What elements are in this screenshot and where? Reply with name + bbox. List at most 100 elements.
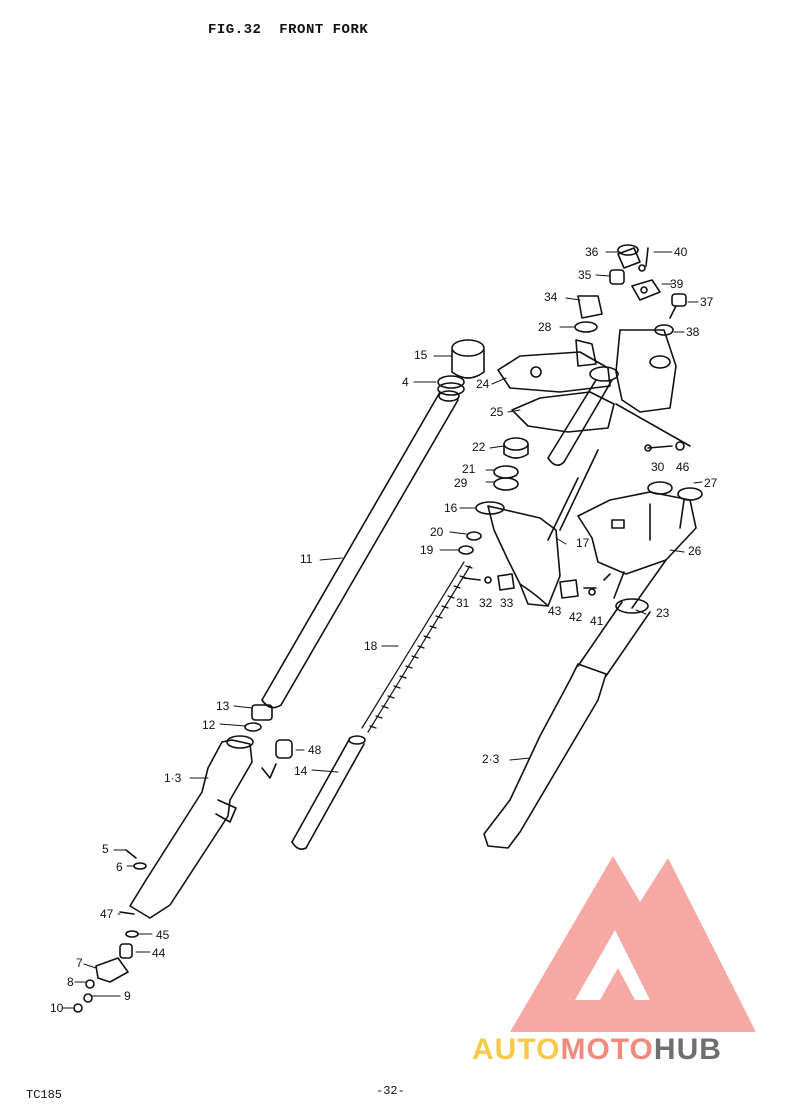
seal-29 bbox=[493, 477, 519, 491]
callout-38: 38 bbox=[686, 325, 700, 339]
watermark-moto: MOTO bbox=[560, 1033, 654, 1066]
callout-30: 30 bbox=[651, 460, 665, 474]
callout-26: 26 bbox=[688, 544, 702, 558]
callout-16: 16 bbox=[444, 501, 458, 515]
callout-24: 24 bbox=[476, 377, 490, 391]
callout-44: 44 bbox=[152, 946, 166, 960]
callout-40: 40 bbox=[674, 245, 688, 259]
stem-column bbox=[574, 295, 603, 367]
washer-6 bbox=[133, 862, 147, 870]
callout-7: 7 bbox=[76, 956, 83, 970]
callout-18: 18 bbox=[364, 639, 378, 653]
bolt-31-33 bbox=[463, 573, 515, 591]
washer-19 bbox=[458, 545, 474, 555]
upper-bracket-24 bbox=[497, 351, 611, 393]
nut-9 bbox=[83, 993, 93, 1003]
callout-39: 39 bbox=[670, 277, 684, 291]
footer-page-number: -32- bbox=[376, 1084, 405, 1098]
outer-tube-right bbox=[483, 598, 651, 849]
callout-8: 8 bbox=[67, 975, 74, 989]
callout-14: 14 bbox=[294, 764, 308, 778]
callout-20: 20 bbox=[430, 525, 444, 539]
callout-23: 23 bbox=[656, 606, 670, 620]
ring-12 bbox=[244, 722, 262, 732]
watermark-logo bbox=[510, 856, 756, 1032]
footer-model: TC185 bbox=[26, 1088, 63, 1102]
washer-8 bbox=[85, 979, 95, 989]
callout-45: 45 bbox=[156, 928, 170, 942]
nut-10 bbox=[73, 1003, 83, 1013]
lower-bracket-26 bbox=[577, 481, 703, 581]
inner-tube-left bbox=[261, 390, 460, 709]
callout-32: 32 bbox=[479, 596, 493, 610]
callout-19: 19 bbox=[420, 543, 434, 557]
callout-1-3: 1·3 bbox=[164, 771, 182, 785]
bolt-44 bbox=[119, 943, 133, 959]
bolt-40 bbox=[638, 247, 649, 272]
callout-33: 33 bbox=[500, 596, 514, 610]
callout-47: 47 bbox=[100, 907, 114, 921]
handle-clamp-25 bbox=[511, 366, 619, 466]
fork-spring-18 bbox=[361, 561, 473, 733]
washer-38 bbox=[654, 324, 674, 336]
holder-7 bbox=[95, 957, 129, 983]
callout-48: 48 bbox=[308, 743, 322, 757]
spacer-tube-14 bbox=[291, 735, 366, 850]
callout-29: 29 bbox=[454, 476, 468, 490]
bolt-35 bbox=[609, 269, 625, 285]
washer-20 bbox=[466, 531, 482, 541]
callout-2-3: 2·3 bbox=[482, 752, 500, 766]
callout-12: 12 bbox=[202, 718, 216, 732]
washer-46 bbox=[675, 441, 685, 451]
watermark-auto: AUTO bbox=[472, 1033, 561, 1066]
seat-48 bbox=[261, 739, 293, 779]
bolt-37 bbox=[669, 293, 687, 319]
callout-15: 15 bbox=[414, 348, 428, 362]
callout-42: 42 bbox=[569, 610, 583, 624]
callout-17: 17 bbox=[576, 536, 590, 550]
callout-46: 46 bbox=[676, 460, 690, 474]
clamp-41-43 bbox=[559, 579, 597, 599]
callout-43: 43 bbox=[548, 604, 562, 618]
bolt-30 bbox=[644, 444, 673, 452]
callout-34: 34 bbox=[544, 290, 558, 304]
inner-tube-right bbox=[547, 449, 599, 541]
seal-22 bbox=[503, 437, 529, 459]
callout-25: 25 bbox=[490, 405, 504, 419]
callout-35: 35 bbox=[578, 268, 592, 282]
callout-11: 11 bbox=[300, 552, 313, 566]
cap-36 bbox=[617, 244, 641, 269]
figure-name: FRONT FORK bbox=[279, 22, 369, 38]
washer-28 bbox=[574, 321, 598, 333]
callout-22: 22 bbox=[472, 440, 486, 454]
oring-4 bbox=[437, 375, 465, 396]
bolt-47 bbox=[119, 911, 135, 915]
bearing-21 bbox=[493, 465, 519, 479]
washer-45 bbox=[125, 930, 139, 938]
callout-5: 5 bbox=[102, 842, 109, 856]
fork-cap-15 bbox=[451, 339, 485, 379]
piston-13 bbox=[251, 704, 273, 721]
callout-27: 27 bbox=[704, 476, 718, 490]
bolt-5 bbox=[125, 849, 137, 859]
callout-28: 28 bbox=[538, 320, 552, 334]
watermark-text: AUTOMOTOHUB bbox=[472, 1033, 722, 1067]
callout-9: 9 bbox=[124, 989, 131, 1003]
outer-tube-left bbox=[129, 735, 254, 919]
callout-6: 6 bbox=[116, 860, 123, 874]
callout-10: 10 bbox=[50, 1001, 64, 1015]
callout-41: 41 bbox=[590, 614, 604, 628]
figure-number: FIG.32 bbox=[208, 22, 262, 38]
handle-mount-right bbox=[615, 329, 691, 447]
callout-4: 4 bbox=[402, 375, 409, 389]
tube-23 bbox=[613, 559, 667, 609]
nut-34 bbox=[577, 295, 603, 319]
callout-13: 13 bbox=[216, 699, 230, 713]
clamp-39 bbox=[631, 279, 661, 301]
callout-37: 37 bbox=[700, 295, 714, 309]
callout-36: 36 bbox=[585, 245, 599, 259]
leader-lines bbox=[61, 251, 703, 1009]
watermark-hub: HUB bbox=[653, 1033, 722, 1066]
